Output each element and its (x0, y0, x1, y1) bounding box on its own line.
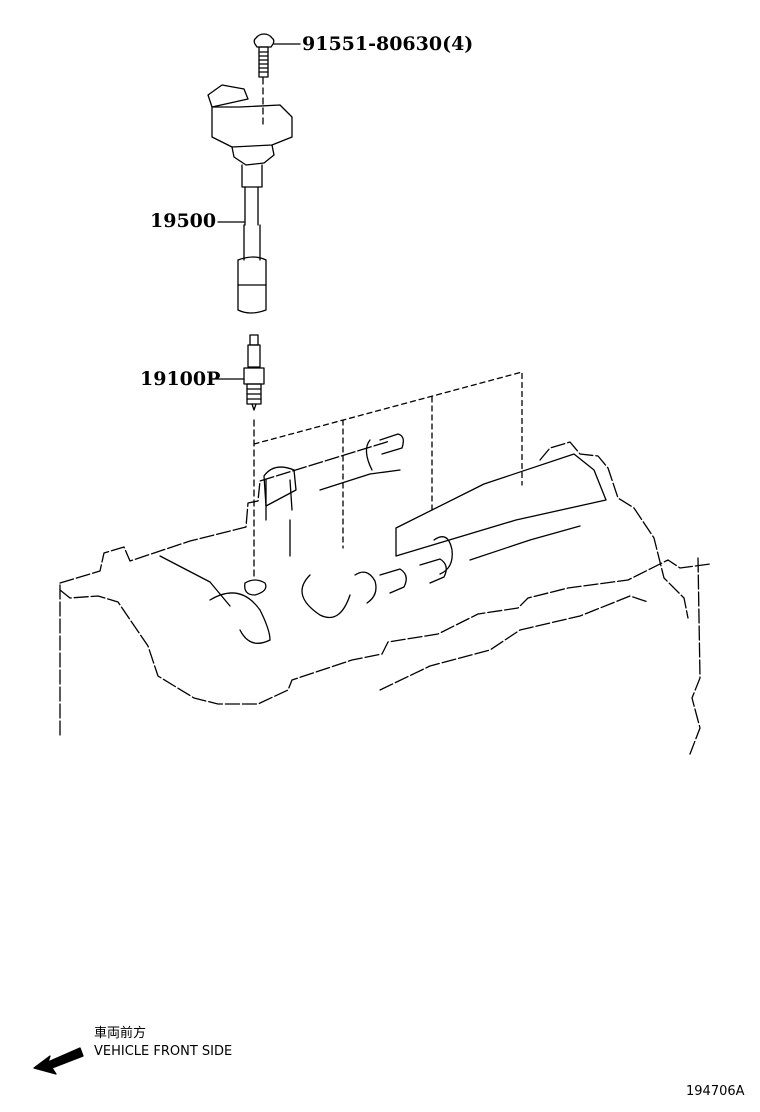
part-label-bolt[interactable]: 91551-80630(4) (302, 33, 474, 55)
vehicle-front-label-jp: 車両前方 (94, 1026, 147, 1041)
arrow-left-down-icon (33, 1047, 84, 1075)
figure-code: 194706A (686, 1084, 745, 1099)
vehicle-front-label-en: VEHICLE FRONT SIDE (94, 1044, 233, 1059)
ignition-coil-icon (207, 84, 293, 314)
part-label-spark-plug[interactable]: 19100P (140, 368, 221, 390)
spark-plug-icon (211, 334, 265, 411)
valve-cover-outline (159, 433, 607, 644)
cylinder-head-outline (59, 440, 711, 755)
part-label-ignition-coil[interactable]: 19500 (150, 210, 217, 232)
cylinder-alignment-lines (253, 371, 523, 549)
bolt-icon (253, 33, 301, 78)
